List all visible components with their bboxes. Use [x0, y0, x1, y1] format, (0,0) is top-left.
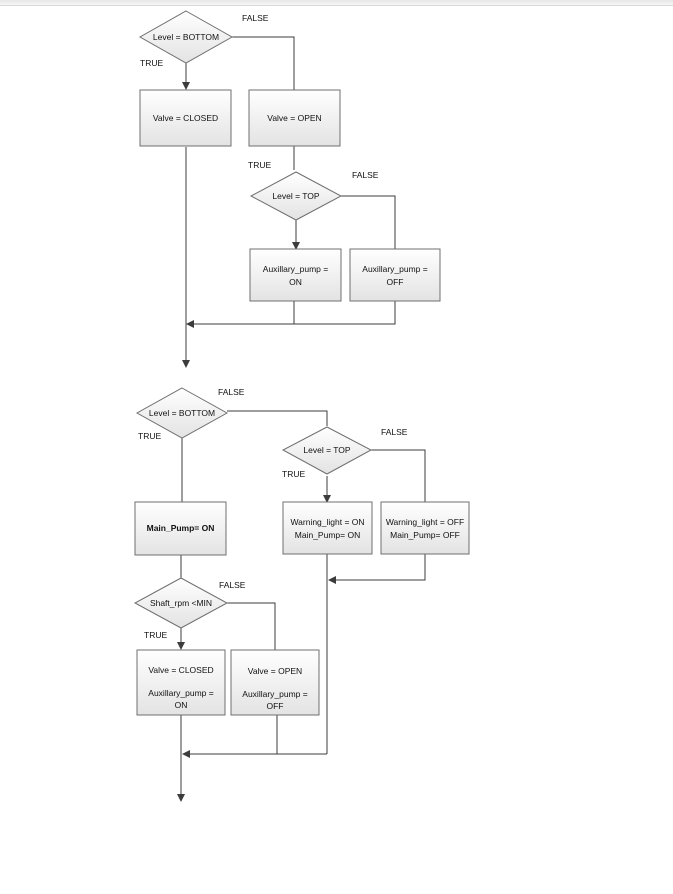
flow2-decision-level-bottom: Level = BOTTOM	[135, 387, 229, 439]
line-d2-false-to-warning-off	[371, 449, 426, 502]
box-label-line-1: Valve = OPEN	[248, 666, 302, 676]
flow2-box-valve-closed-aux-on: Valve = CLOSED Auxillary_pump = ON	[136, 649, 226, 716]
flow1-box-valve-open: Valve = OPEN	[248, 89, 341, 147]
flow2-box-valve-open-aux-off: Valve = OPEN Auxillary_pump = OFF	[230, 649, 320, 716]
flow1-box-valve-closed: Valve = CLOSED	[139, 89, 232, 147]
box-label-line-1: Valve = CLOSED	[148, 665, 213, 675]
box-label-line-1: Warning_light = OFF	[386, 517, 464, 527]
line-d1-false-to-open	[232, 36, 295, 90]
true-label: TRUE	[248, 160, 271, 170]
window-top-bar	[0, 0, 673, 6]
false-label: FALSE	[381, 427, 408, 437]
false-label: FALSE	[218, 387, 245, 397]
flow2-box-warning-light-on: Warning_light = ON Main_Pump= ON	[282, 501, 373, 555]
flow1-box-aux-pump-on: Auxillary_pump = ON	[249, 248, 342, 302]
flow1-decision-level-bottom: Level = BOTTOM	[138, 10, 234, 64]
box-label-line-4: OFF	[267, 701, 284, 711]
decision-label: Level = BOTTOM	[153, 32, 219, 42]
box-label: Main_Pump= ON	[147, 523, 215, 533]
arrow-warning-off-merge	[328, 554, 426, 584]
box-label-line-1: Auxillary_pump =	[263, 264, 328, 274]
flow2-connectors	[177, 410, 426, 802]
box-label-line-2: ON	[289, 277, 302, 287]
decision-label: Level = TOP	[303, 445, 351, 455]
decision-label: Level = BOTTOM	[149, 408, 215, 418]
box-label-line-3: Auxillary_pump =	[148, 688, 213, 698]
line-d3-false-to-valve-open	[227, 602, 276, 650]
true-label: TRUE	[144, 630, 167, 640]
flow1-box-aux-pump-off: Auxillary_pump = OFF	[349, 248, 441, 302]
true-label: TRUE	[140, 58, 163, 68]
false-label: FALSE	[352, 170, 379, 180]
flow2-box-warning-light-off: Warning_light = OFF Main_Pump= OFF	[380, 501, 470, 555]
line-d1-false-to-d2	[227, 410, 328, 426]
false-label: FALSE	[219, 580, 246, 590]
flow2-decision-level-top: Level = TOP	[281, 426, 373, 475]
decision-label: Level = TOP	[272, 191, 320, 201]
flow1-connectors	[182, 36, 396, 368]
true-label: TRUE	[282, 469, 305, 479]
decision-label: Shaft_rpm <MIN	[150, 598, 212, 608]
box-label-line-1: Auxillary_pump =	[362, 264, 427, 274]
box-label-line-2: Main_Pump= ON	[295, 530, 360, 540]
true-label: TRUE	[138, 431, 161, 441]
arrow-merge-left	[186, 301, 396, 328]
box-label-line-3: Auxillary_pump =	[242, 689, 307, 699]
box-label-line-2: OFF	[387, 277, 404, 287]
box-label-line-4: ON	[175, 700, 188, 710]
flow2-box-main-pump-on: Main_Pump= ON	[134, 501, 227, 556]
false-label: FALSE	[242, 13, 269, 23]
flow1-decision-level-top: Level = TOP	[249, 171, 343, 221]
box-label: Valve = OPEN	[267, 113, 321, 123]
line-d2-false-to-aux-off	[341, 195, 396, 249]
box-label-line-1: Warning_light = ON	[290, 517, 364, 527]
flow2-decision-shaft-rpm: Shaft_rpm <MIN	[133, 577, 229, 629]
box-label-line-2: Main_Pump= OFF	[390, 530, 460, 540]
box-label: Valve = CLOSED	[153, 113, 218, 123]
